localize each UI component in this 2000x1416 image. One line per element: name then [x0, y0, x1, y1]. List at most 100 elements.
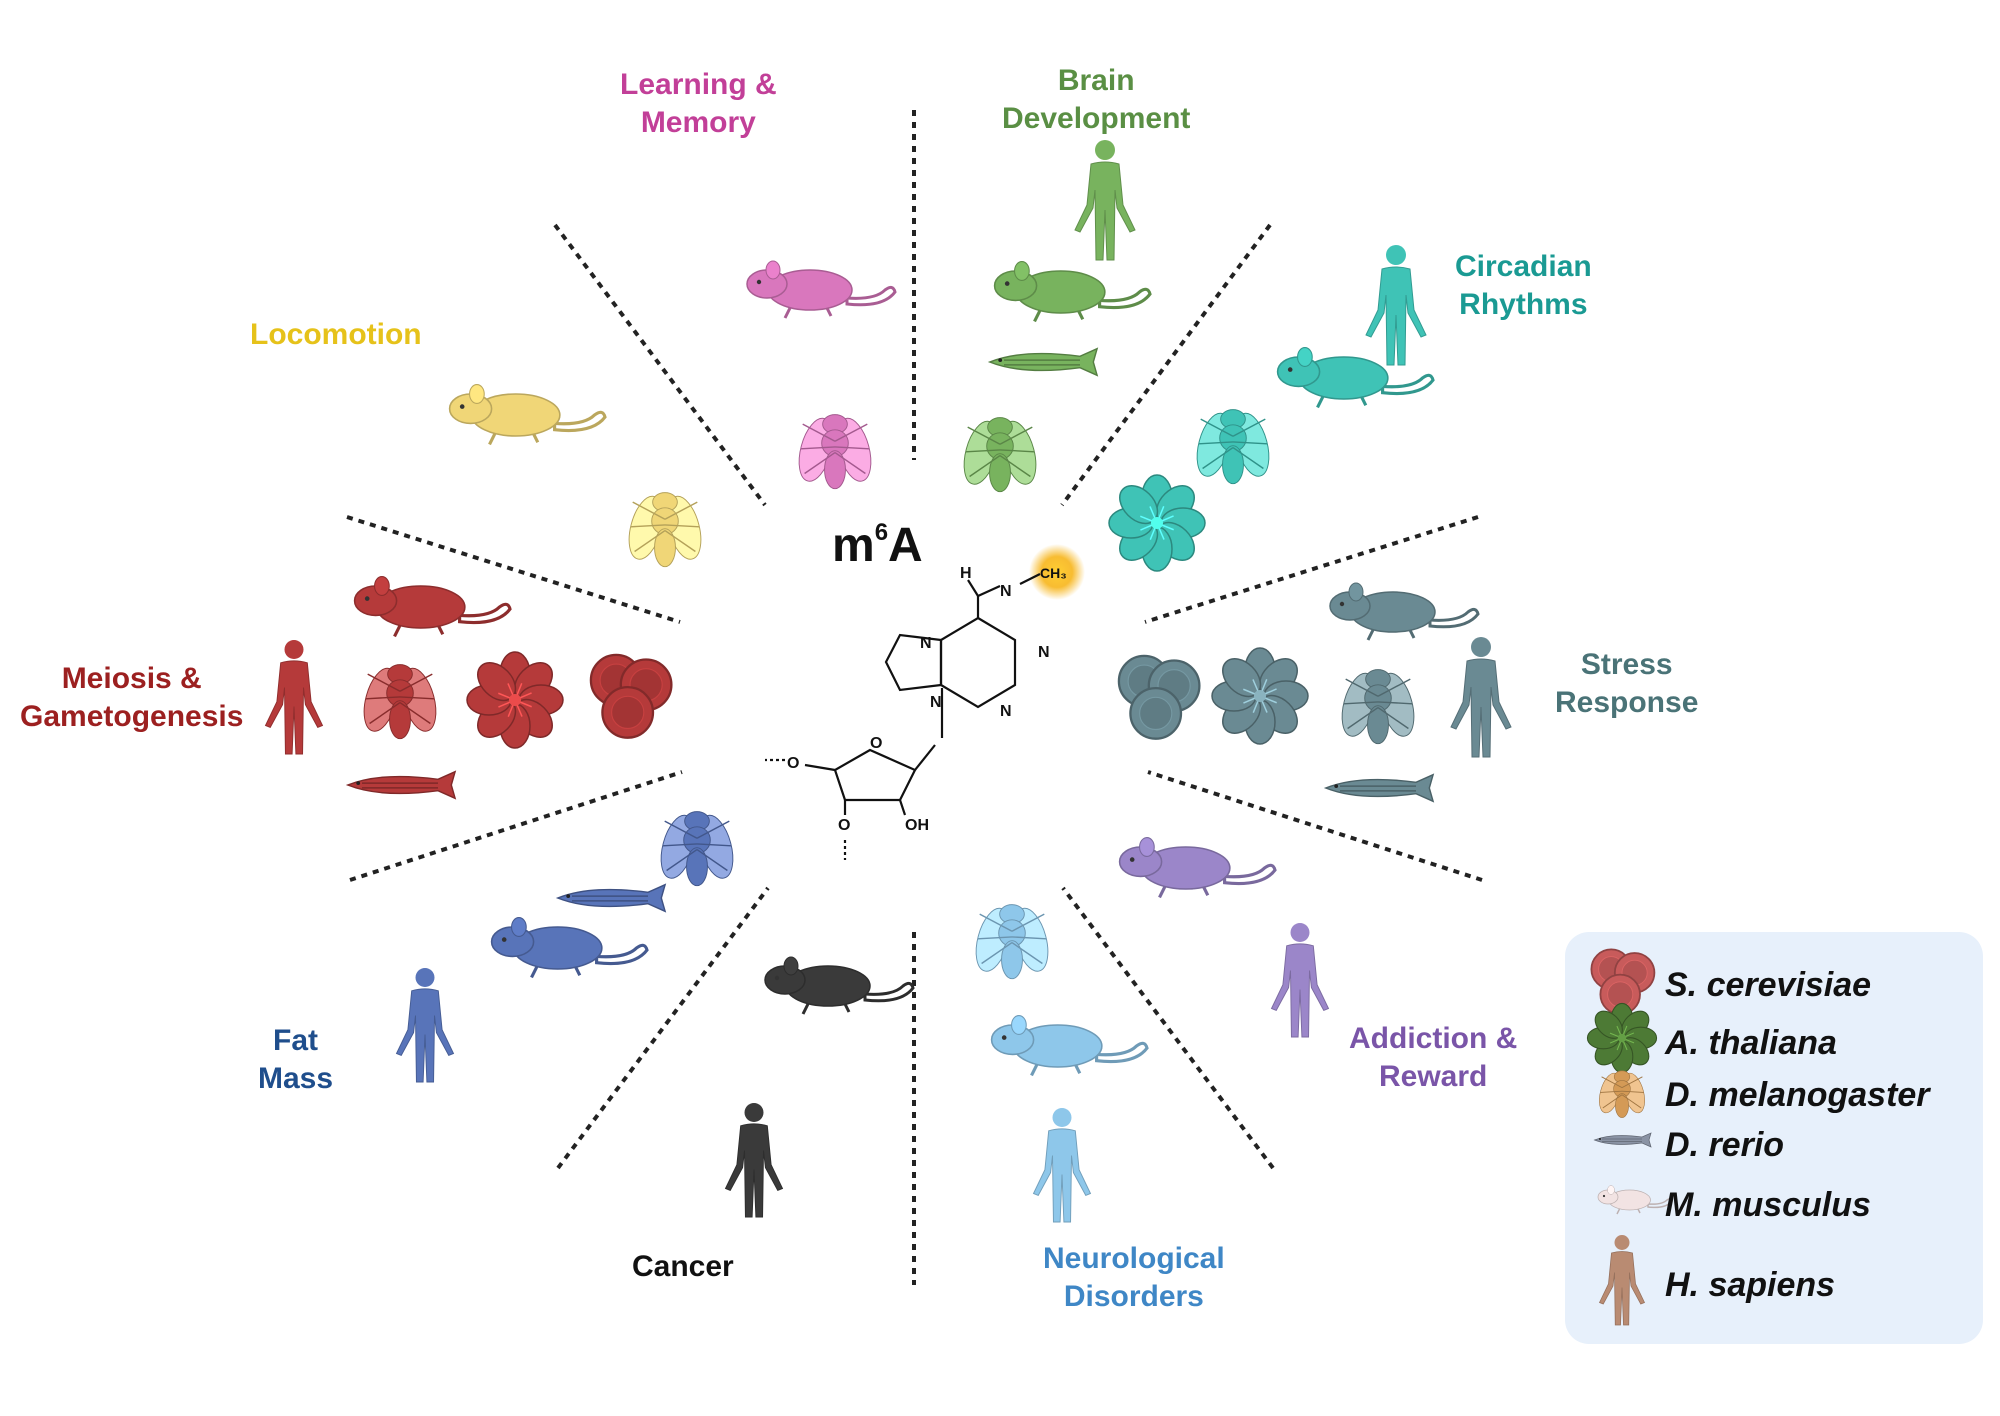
- mouse-icon: [353, 576, 512, 638]
- legend-item-d-rerio: D. rerio: [1665, 1126, 1785, 1164]
- m6a-title-tail: A: [888, 519, 923, 572]
- fly-icon: [963, 417, 1037, 493]
- m6a-title-base: m: [832, 519, 875, 572]
- divider-line: [346, 515, 681, 624]
- legend-item-m-musculus: M. musculus: [1665, 1186, 1871, 1224]
- m6a-molecule: [765, 544, 1085, 860]
- label-line: Learning &: [620, 68, 777, 101]
- legend-item-d-melanogaster: D. melanogaster: [1665, 1076, 1930, 1114]
- human-icon: [724, 1103, 784, 1218]
- fish-icon: [987, 347, 1099, 377]
- human-icon: [395, 968, 455, 1083]
- atom-label: N: [1000, 703, 1012, 720]
- m6a-molecule-labels: H N CH₃ N N N N O O O OH: [787, 565, 1067, 834]
- human-icon: [1270, 923, 1330, 1038]
- fly-icon: [363, 664, 437, 740]
- atom-label: N: [920, 635, 932, 652]
- mouse-icon: [1276, 347, 1435, 409]
- m6a-title: m6A: [832, 518, 923, 573]
- divider-line: [1061, 886, 1275, 1170]
- yeast-icon: [1117, 654, 1201, 740]
- label-line: Cancer: [632, 1250, 734, 1283]
- human-icon: [1450, 637, 1512, 758]
- fish-icon: [1323, 773, 1435, 803]
- label-stress-response: Stress Response: [1555, 646, 1698, 722]
- human-icon: [1365, 245, 1427, 366]
- fly-icon: [1196, 409, 1270, 485]
- mouse-icon: [764, 956, 915, 1015]
- label-line: Circadian: [1455, 250, 1592, 283]
- fish-icon: [555, 883, 667, 913]
- sector-dividers: [346, 110, 1483, 1285]
- label-meiosis-gametogenesis: Meiosis & Gametogenesis: [20, 660, 243, 736]
- mouse-icon: [448, 384, 607, 446]
- label-circadian-rhythms: Circadian Rhythms: [1455, 248, 1592, 324]
- fly-icon: [1599, 1070, 1645, 1118]
- organism-legend: S. cerevisiae A. thaliana D. melanogaste…: [1565, 932, 1983, 1344]
- human-icon: [1074, 140, 1136, 261]
- label-fat-mass: Fat Mass: [258, 1022, 333, 1098]
- plant-icon: [466, 651, 564, 749]
- yeast-icon: [1590, 948, 1656, 1016]
- purine-five-ring: [884, 633, 943, 692]
- mouse-icon: [1597, 1185, 1673, 1215]
- legend-item-s-cerevisiae: S. cerevisiae: [1665, 966, 1872, 1004]
- label-line: Response: [1555, 686, 1699, 719]
- legend-icons: [1586, 948, 1673, 1326]
- legend-item-a-thaliana: A. thaliana: [1665, 1024, 1837, 1062]
- label-line: Rhythms: [1459, 288, 1588, 321]
- yeast-icon: [589, 653, 673, 739]
- fly-icon: [660, 811, 734, 887]
- label-line: Stress: [1580, 648, 1673, 681]
- mouse-icon: [490, 917, 649, 979]
- divider-line: [556, 886, 770, 1170]
- divider-line: [1144, 515, 1479, 624]
- label-learning-memory: Learning & Memory: [620, 66, 777, 142]
- label-line: Gametogenesis: [20, 700, 244, 733]
- label-neurological-disorders: Neurological Disorders: [1043, 1240, 1225, 1316]
- plant-icon: [1211, 647, 1309, 745]
- mouse-icon: [746, 260, 897, 319]
- human-icon: [264, 640, 324, 755]
- fly-icon: [798, 414, 872, 490]
- mouse-icon: [990, 1015, 1149, 1077]
- fish-icon: [1593, 1132, 1652, 1148]
- divider-line: [1060, 223, 1272, 507]
- label-line: Meiosis &: [61, 662, 202, 695]
- label-brain-development: Brain Development: [1002, 62, 1190, 138]
- fly-icon: [1341, 669, 1415, 745]
- human-icon: [1598, 1235, 1646, 1326]
- atom-label: O: [870, 735, 882, 752]
- label-line: Development: [1002, 102, 1191, 135]
- human-icon: [1032, 1108, 1092, 1223]
- fly-icon: [628, 492, 702, 568]
- divider-line: [553, 223, 767, 507]
- atom-label: N: [1000, 583, 1012, 600]
- fly-icon: [975, 904, 1049, 980]
- atom-label: N: [930, 694, 942, 711]
- mouse-icon: [1118, 837, 1277, 899]
- mouse-icon: [993, 261, 1152, 323]
- mouse-icon: [1329, 582, 1480, 641]
- label-line: Mass: [258, 1062, 334, 1095]
- label-line: Brain: [1057, 64, 1135, 97]
- divider-line: [1147, 770, 1483, 882]
- label-line: Disorders: [1063, 1280, 1204, 1313]
- label-locomotion: Locomotion: [250, 316, 422, 354]
- plant-icon: [1108, 474, 1206, 572]
- ribose-ring: [833, 748, 917, 802]
- divider-line: [349, 770, 683, 882]
- legend-item-h-sapiens: H. sapiens: [1665, 1266, 1836, 1304]
- purine-six-ring: [939, 616, 1017, 709]
- m6a-title-superscript: 6: [874, 519, 889, 546]
- methyl-highlight-glow: [1029, 544, 1085, 600]
- atom-label: O: [838, 817, 850, 834]
- fish-icon: [345, 770, 457, 800]
- label-line: Locomotion: [250, 318, 422, 351]
- atom-label: N: [1038, 644, 1050, 661]
- atom-label: OH: [905, 817, 929, 834]
- label-cancer: Cancer: [632, 1248, 734, 1286]
- plant-icon: [1586, 1002, 1658, 1074]
